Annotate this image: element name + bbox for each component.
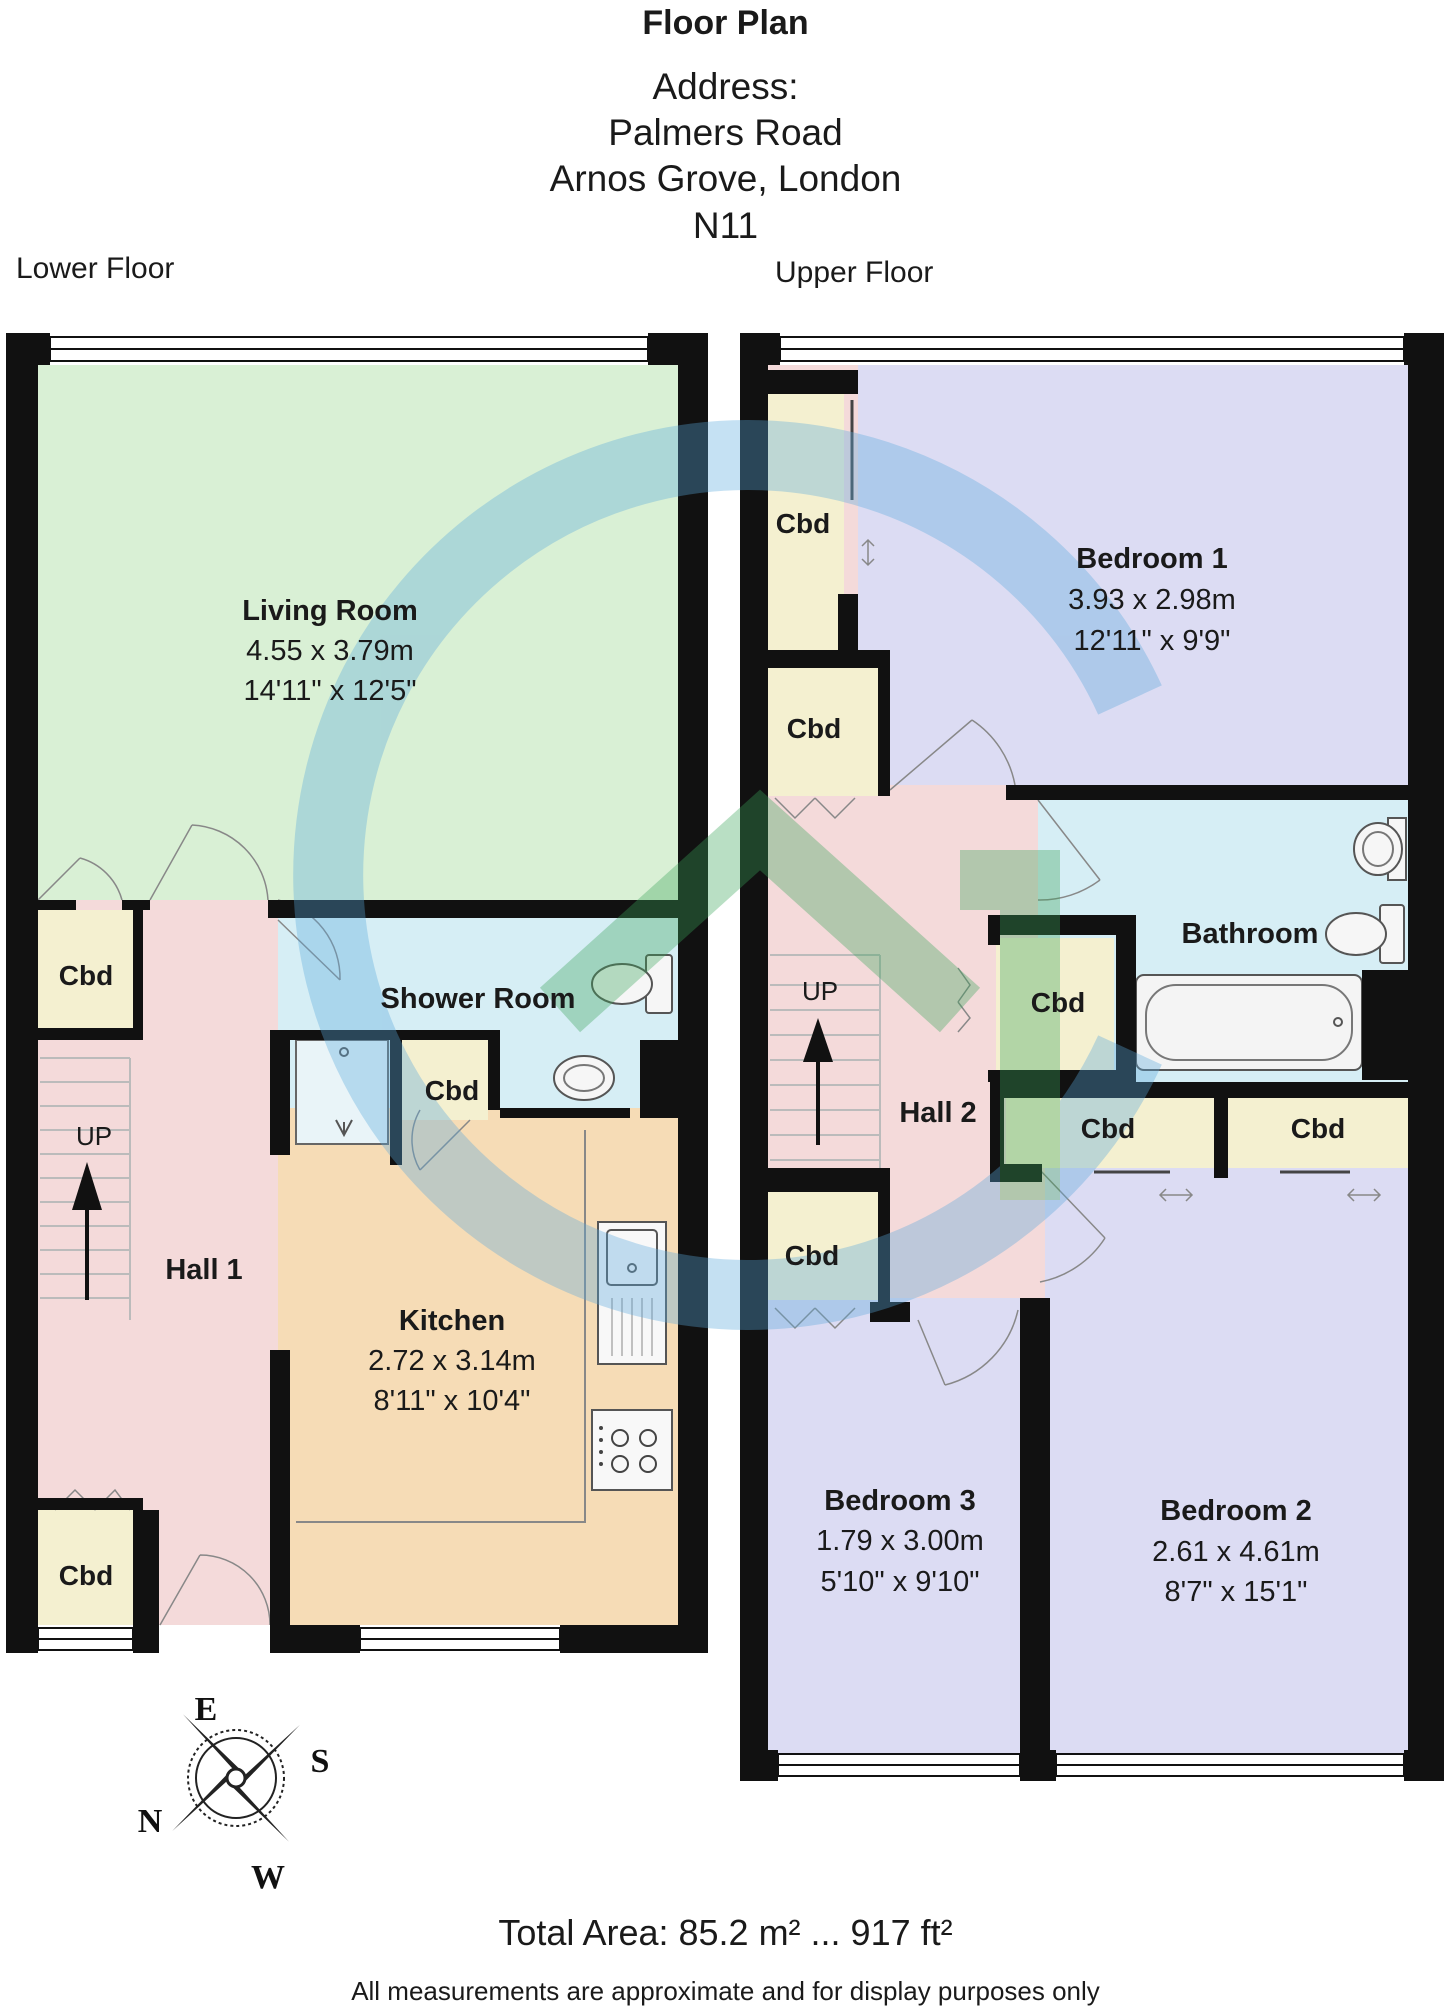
kitchen-area (278, 1108, 678, 1625)
cupboard-bathroom (996, 938, 1114, 1070)
cupboard-kitchen (400, 1040, 488, 1120)
cupboard-landing-2 (1228, 1098, 1408, 1168)
sliding-door-arrow-icon (850, 400, 1382, 1202)
cupboard-label: Cbd (776, 508, 830, 539)
compass-north: N (138, 1803, 163, 1840)
windows-lower (37, 336, 649, 1651)
bedroom-2-metric: 2.61 x 4.61m (1152, 1536, 1320, 1568)
compass-south: S (311, 1743, 330, 1780)
upper-floor (740, 333, 1444, 1781)
room-labels: Living Room 4.55 x 3.79m 14'11" x 12'5" … (59, 508, 1345, 1608)
address-label: Address: (652, 66, 799, 107)
bedroom-3-imperial: 5'10" x 9'10" (820, 1566, 979, 1598)
stair-arrow-icon (803, 1018, 833, 1145)
address-line-3: N11 (692, 205, 759, 246)
bedroom-1-area (858, 365, 1408, 785)
basin-icon (553, 1055, 615, 1101)
bedroom-3-area (768, 1298, 1038, 1772)
watermark-logo (293, 420, 1162, 1330)
bedroom-3-metric: 1.79 x 3.00m (816, 1525, 984, 1557)
cupboard-label: Cbd (59, 1560, 113, 1591)
cupboard-label: Cbd (787, 713, 841, 744)
basin-icon (1353, 817, 1407, 881)
hall-2-name: Hall 2 (899, 1097, 976, 1129)
page-title: Floor Plan (642, 4, 809, 42)
living-room-imperial: 14'11" x 12'5" (243, 675, 416, 707)
toilet-icon (591, 954, 673, 1014)
compass-west: W (251, 1859, 285, 1896)
living-room-name: Living Room (242, 595, 418, 627)
cupboard-hall-top (38, 910, 133, 1028)
address-line-2: Arnos Grove, London (549, 158, 902, 199)
compass-east: E (195, 1691, 218, 1728)
cupboard-bedroom-3 (768, 1192, 878, 1300)
walls-lower (6, 333, 708, 1653)
stairs-up-label: UP (802, 976, 838, 1006)
walls-upper (740, 333, 1444, 1781)
hall-1-name: Hall 1 (165, 1254, 242, 1286)
kitchen-imperial: 8'11" x 10'4" (374, 1385, 531, 1417)
bedroom-3-name: Bedroom 3 (824, 1485, 975, 1517)
cupboard-label: Cbd (1291, 1113, 1345, 1144)
compass-rose-icon (172, 1714, 300, 1842)
toilet-icon (1325, 904, 1405, 964)
cupboard-hall-2-top (768, 668, 878, 796)
lower-floor (6, 333, 708, 1653)
bedroom-2-name: Bedroom 2 (1160, 1495, 1311, 1527)
upper-floor-label: Upper Floor (775, 256, 934, 289)
shower-tray-icon (295, 1039, 389, 1145)
cupboard-label: Cbd (59, 960, 113, 991)
living-room-metric: 4.55 x 3.79m (246, 635, 414, 667)
stairs-up-label: UP (76, 1121, 112, 1151)
windows-upper (777, 336, 1405, 1777)
bedroom-1-imperial: 12'11" x 9'9" (1074, 625, 1231, 657)
cupboard-landing-1 (1006, 1098, 1214, 1168)
cupboard-hall-bottom (38, 1510, 133, 1625)
door-swings-upper (774, 719, 1106, 1386)
bedroom-1-name: Bedroom 1 (1076, 543, 1227, 575)
kitchen-metric: 2.72 x 3.14m (368, 1345, 536, 1377)
bedroom-1-metric: 3.93 x 2.98m (1068, 584, 1236, 616)
shower-room-name: Shower Room (381, 983, 576, 1015)
living-room-area (38, 365, 678, 900)
stair-arrow-icon (72, 1162, 102, 1300)
door-swings-lower (37, 824, 471, 1626)
sink-icon (597, 1221, 667, 1365)
cupboard-bedroom-1 (768, 390, 844, 650)
kitchen-worktop (296, 1130, 586, 1523)
cupboard-label: Cbd (425, 1075, 479, 1106)
bath-icon (1135, 974, 1363, 1071)
bathroom-name: Bathroom (1182, 918, 1319, 950)
hob-icon (591, 1409, 673, 1491)
bedroom-2-area (1045, 1168, 1408, 1772)
disclaimer: All measurements are approximate and for… (351, 1976, 1100, 2006)
address-line-1: Palmers Road (608, 112, 843, 153)
cupboard-label: Cbd (1031, 987, 1085, 1018)
cupboard-label: Cbd (785, 1240, 839, 1271)
total-area: Total Area: 85.2 m² ... 917 ft² (498, 1912, 953, 1953)
cupboard-label: Cbd (1081, 1113, 1135, 1144)
kitchen-name: Kitchen (399, 1305, 505, 1337)
lower-floor-label: Lower Floor (16, 252, 175, 285)
bedroom-2-imperial: 8'7" x 15'1" (1165, 1576, 1308, 1608)
